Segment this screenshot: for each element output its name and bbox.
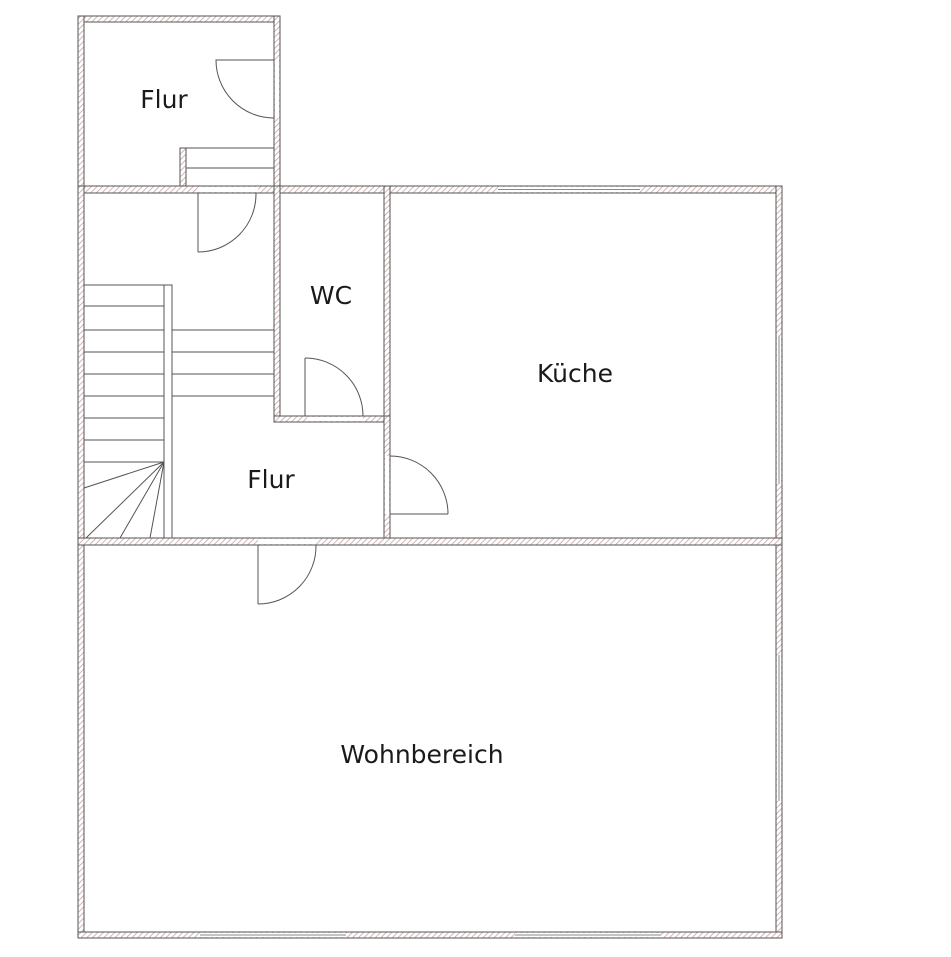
door-kueche — [389, 455, 449, 515]
door-upper-hall — [197, 192, 257, 253]
wall-topflur-left — [77, 15, 85, 193]
wall-topflur-top — [77, 15, 281, 23]
wall-wc-left — [273, 185, 281, 423]
room-label-wohnbereich: Wohnbereich — [340, 740, 503, 769]
wall-wc-right — [383, 185, 391, 423]
walls — [77, 15, 783, 939]
wall-main-top — [77, 185, 783, 194]
wall-bottom — [77, 931, 783, 939]
wall-stair-stub — [179, 147, 187, 191]
door-top-flur — [215, 59, 275, 119]
wall-right — [775, 185, 783, 939]
door-wohnbereich — [257, 544, 317, 605]
windows — [198, 60, 781, 937]
room-label-flur-mid: Flur — [247, 465, 295, 494]
room-label-wc: WC — [310, 281, 352, 310]
doors — [197, 59, 449, 605]
staircase — [83, 147, 274, 539]
wall-middle — [77, 537, 783, 546]
door-wc — [304, 357, 364, 417]
room-label-kueche: Küche — [537, 359, 613, 388]
room-label-flur-top: Flur — [140, 85, 188, 114]
wall-left — [77, 185, 85, 939]
